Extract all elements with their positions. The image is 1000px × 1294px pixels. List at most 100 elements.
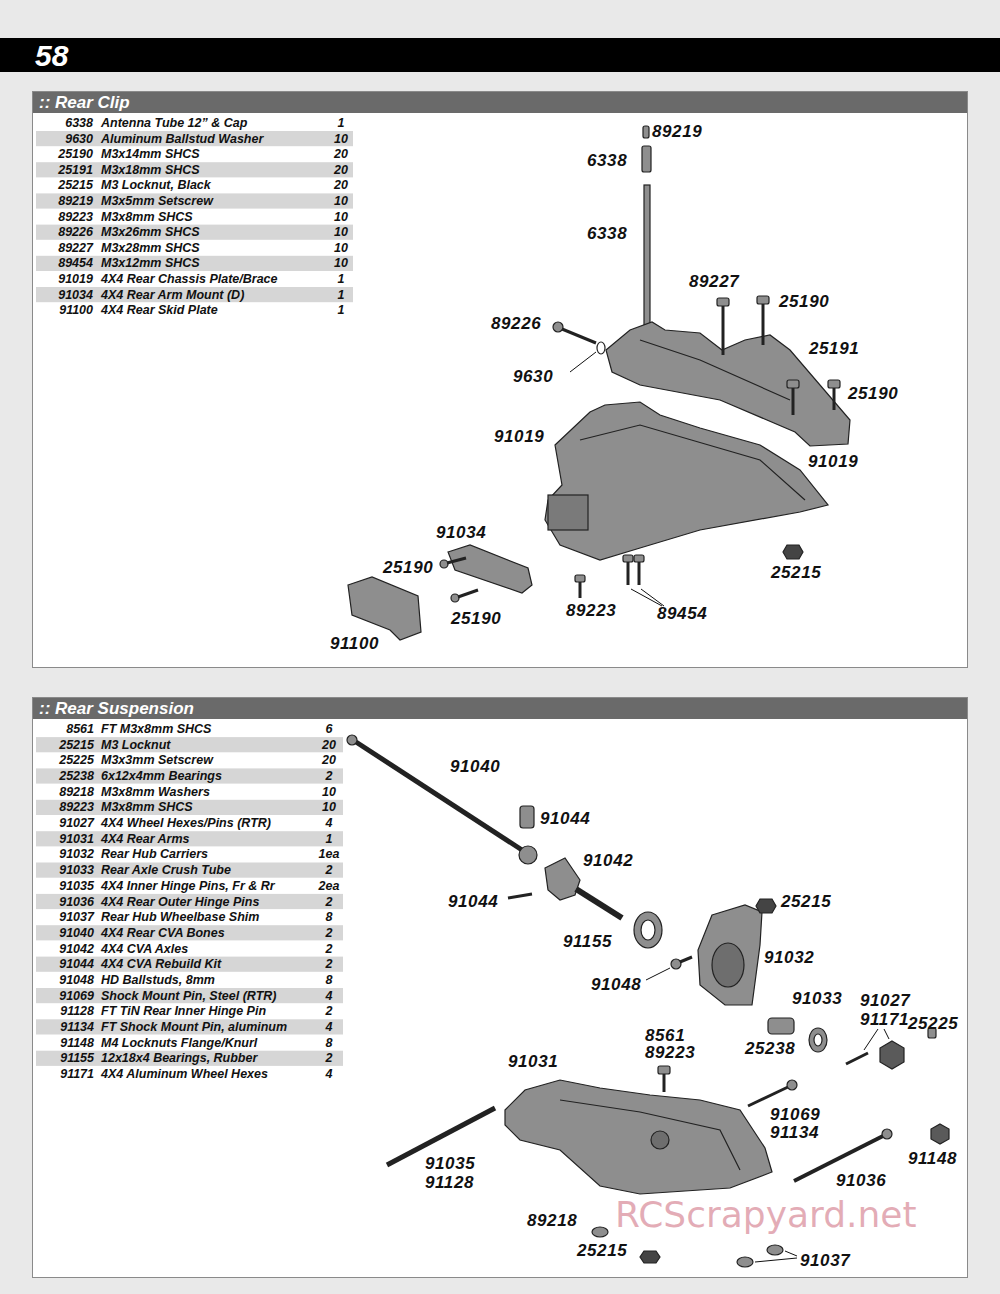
callout-number: 25215 xyxy=(577,1241,627,1261)
part-number-cell: 25191 xyxy=(58,163,93,177)
callout-number: 91100 xyxy=(330,634,379,654)
part-description-cell: Rear Hub Carriers xyxy=(101,847,208,861)
callout-number: 91040 xyxy=(450,757,500,777)
part-number-cell: 91148 xyxy=(60,1036,94,1050)
quantity-cell: 20 xyxy=(334,147,348,161)
part-number-cell: 89227 xyxy=(58,241,93,255)
callout-number: 91037 xyxy=(800,1251,850,1271)
callout-number: 91171 xyxy=(860,1010,909,1030)
part-number-cell: 91048 xyxy=(59,973,94,987)
quantity-cell: 20 xyxy=(322,738,336,752)
callout-number: 25191 xyxy=(809,339,859,359)
part-number-cell: 25215 xyxy=(58,178,93,192)
callout-number: 25215 xyxy=(781,892,831,912)
part-description-cell: Aluminum Ballstud Washer xyxy=(101,132,263,146)
quantity-cell: 2 xyxy=(326,1051,333,1065)
page-number: 58 xyxy=(35,39,68,73)
quantity-cell: 2 xyxy=(326,1004,333,1018)
callout-number: 25225 xyxy=(908,1014,958,1034)
part-number-cell: 91032 xyxy=(59,847,94,861)
quantity-cell: 1 xyxy=(338,116,345,130)
quantity-cell: 8 xyxy=(326,910,333,924)
part-number-cell: 91027 xyxy=(59,816,94,830)
part-description-cell: 4X4 Aluminum Wheel Hexes xyxy=(101,1067,268,1081)
part-description-cell: Rear Hub Wheelbase Shim xyxy=(101,910,259,924)
callout-number: 25215 xyxy=(771,563,821,583)
quantity-cell: 2 xyxy=(326,942,333,956)
part-number-cell: 91040 xyxy=(59,926,94,940)
part-description-cell: M3x8mm SHCS xyxy=(101,210,193,224)
quantity-cell: 6 xyxy=(326,722,333,736)
callout-number: 25238 xyxy=(745,1039,795,1059)
watermark: RCScrapyard.net xyxy=(615,1194,917,1235)
callout-number: 91042 xyxy=(583,851,633,871)
quantity-cell: 8 xyxy=(326,1036,333,1050)
part-description-cell: Shock Mount Pin, Steel (RTR) xyxy=(101,989,276,1003)
callout-number: 91027 xyxy=(860,991,910,1011)
quantity-cell: 2 xyxy=(326,926,333,940)
part-number-cell: 91171 xyxy=(60,1067,94,1081)
quantity-cell: 10 xyxy=(334,256,348,270)
part-description-cell: 4X4 Rear Arm Mount (D) xyxy=(101,288,244,302)
part-description-cell: Antenna Tube 12” & Cap xyxy=(101,116,247,130)
quantity-cell: 2 xyxy=(326,769,333,783)
part-number-cell: 8561 xyxy=(66,722,94,736)
callout-number: 91033 xyxy=(792,989,842,1009)
callout-number: 91034 xyxy=(436,523,486,543)
part-number-cell: 91155 xyxy=(60,1051,94,1065)
section-heading: :: Rear Suspension xyxy=(33,698,967,719)
callout-number: 91069 xyxy=(770,1105,820,1125)
part-description-cell: M3x18mm SHCS xyxy=(101,163,200,177)
quantity-cell: 10 xyxy=(322,800,336,814)
quantity-cell: 1 xyxy=(338,272,345,286)
callout-number: 6338 xyxy=(587,224,627,244)
callout-number: 25190 xyxy=(383,558,433,578)
callout-number: 89226 xyxy=(491,314,541,334)
part-number-cell: 25238 xyxy=(59,769,94,783)
callout-number: 89223 xyxy=(645,1043,695,1063)
part-description-cell: FT M3x8mm SHCS xyxy=(101,722,211,736)
callout-number: 91134 xyxy=(770,1123,819,1143)
quantity-cell: 10 xyxy=(334,225,348,239)
part-description-cell: 4X4 Rear Chassis Plate/Brace xyxy=(101,272,278,286)
quantity-cell: 2 xyxy=(326,863,333,877)
part-description-cell: M3 Locknut xyxy=(101,738,170,752)
part-description-cell: 4X4 Rear Arms xyxy=(101,832,189,846)
callout-number: 91148 xyxy=(908,1149,957,1169)
part-description-cell: 6x12x4mm Bearings xyxy=(101,769,222,783)
quantity-cell: 4 xyxy=(326,1067,333,1081)
part-number-cell: 91037 xyxy=(59,910,94,924)
section-heading: :: Rear Clip xyxy=(33,92,967,113)
part-number-cell: 89454 xyxy=(58,256,93,270)
part-number-cell: 91034 xyxy=(58,288,93,302)
part-description-cell: M3x26mm SHCS xyxy=(101,225,200,239)
quantity-cell: 4 xyxy=(326,989,333,1003)
quantity-cell: 20 xyxy=(334,163,348,177)
part-number-cell: 91100 xyxy=(59,303,93,317)
part-number-cell: 25225 xyxy=(59,753,94,767)
quantity-cell: 2 xyxy=(326,957,333,971)
part-description-cell: FT Shock Mount Pin, aluminum xyxy=(101,1020,287,1034)
quantity-cell: 1 xyxy=(326,832,333,846)
callout-number: 25190 xyxy=(848,384,898,404)
callout-number: 25190 xyxy=(779,292,829,312)
section-panel: :: Rear Suspension xyxy=(32,697,968,1278)
part-number-cell: 91036 xyxy=(59,895,94,909)
part-description-cell: 4X4 CVA Rebuild Kit xyxy=(101,957,221,971)
callout-number: 9630 xyxy=(513,367,553,387)
part-description-cell: 4X4 Inner Hinge Pins, Fr & Rr xyxy=(101,879,275,893)
part-number-cell: 89218 xyxy=(59,785,94,799)
part-description-cell: M3x3mm Setscrew xyxy=(101,753,213,767)
part-description-cell: M3x28mm SHCS xyxy=(101,241,200,255)
callout-number: 91019 xyxy=(494,427,544,447)
callout-number: 91035 xyxy=(425,1154,475,1174)
part-number-cell: 91044 xyxy=(59,957,94,971)
callout-number: 91044 xyxy=(540,809,590,829)
part-number-cell: 91069 xyxy=(59,989,94,1003)
callout-number: 91155 xyxy=(563,932,612,952)
part-number-cell: 91033 xyxy=(59,863,94,877)
part-description-cell: 4X4 Rear Skid Plate xyxy=(101,303,218,317)
quantity-cell: 1ea xyxy=(319,847,340,861)
quantity-cell: 10 xyxy=(322,785,336,799)
callout-number: 25190 xyxy=(451,609,501,629)
